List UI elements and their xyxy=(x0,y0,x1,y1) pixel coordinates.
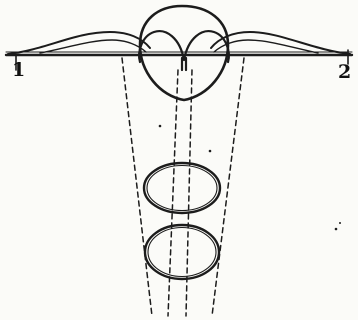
upper-ellipse xyxy=(144,163,220,213)
label-point-1: 1 xyxy=(12,59,25,81)
axis-line xyxy=(6,52,352,55)
inner-heart-loop xyxy=(139,31,229,62)
right-arch-curve xyxy=(211,32,350,54)
dot-marks xyxy=(159,125,341,231)
lower-ellipse xyxy=(145,225,219,279)
projection-lines xyxy=(122,58,244,316)
label-point-2: 2 xyxy=(338,61,351,83)
outer-loop xyxy=(140,6,228,100)
